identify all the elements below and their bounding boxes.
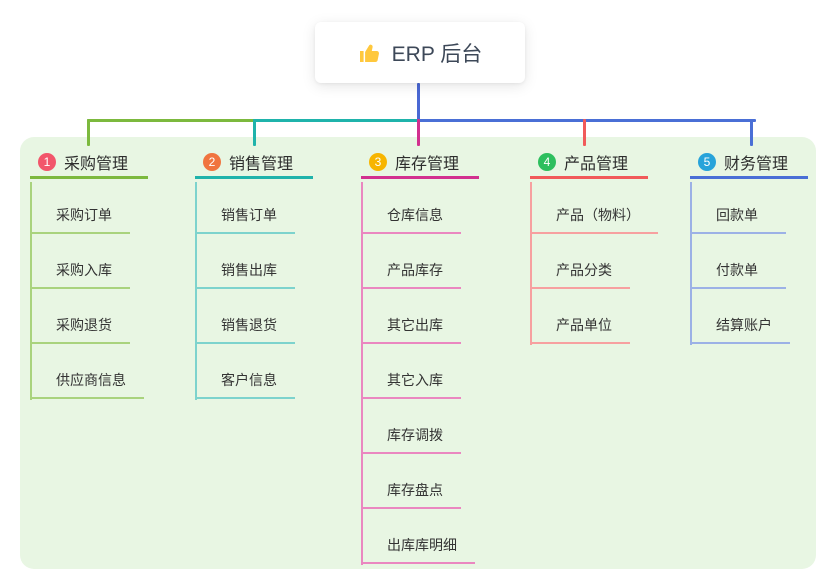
child-node[interactable]: 采购入库: [30, 234, 130, 289]
background-panel: [20, 137, 816, 569]
child-node[interactable]: 采购退货: [30, 289, 130, 344]
branch-number-badge: 5: [698, 153, 716, 171]
branch-children: 回款单付款单结算账户: [690, 179, 808, 344]
branch-label: 库存管理: [395, 156, 460, 173]
branch-spine-line: [361, 182, 363, 565]
branch-number-badge: 1: [38, 153, 56, 171]
bus-line-segment: [417, 119, 756, 122]
child-node[interactable]: 销售退货: [195, 289, 295, 344]
branch-spine-line: [690, 182, 692, 345]
branch-number-badge: 2: [203, 153, 221, 171]
branch-drop-line: [417, 119, 420, 146]
branch-column-1: 1 采购管理采购订单采购入库采购退货供应商信息: [30, 148, 148, 400]
branch-header[interactable]: 4 产品管理: [530, 148, 648, 179]
branch-drop-line: [750, 119, 753, 146]
child-node[interactable]: 客户信息: [195, 344, 295, 399]
child-node[interactable]: 销售出库: [195, 234, 295, 289]
child-node[interactable]: 产品分类: [530, 234, 630, 289]
child-node[interactable]: 供应商信息: [30, 344, 144, 399]
root-node[interactable]: ERP 后台: [315, 22, 525, 83]
bus-line-segment: [253, 119, 420, 122]
branch-label: 销售管理: [229, 156, 294, 173]
branch-header[interactable]: 5 财务管理: [690, 148, 808, 179]
branch-label: 产品管理: [564, 156, 629, 173]
branch-column-2: 2 销售管理销售订单销售出库销售退货客户信息: [195, 148, 313, 400]
child-node[interactable]: 出库库明细: [361, 509, 475, 564]
branch-spine-line: [30, 182, 32, 400]
child-node[interactable]: 结算账户: [690, 289, 790, 344]
branch-children: 销售订单销售出库销售退货客户信息: [195, 179, 313, 399]
child-node[interactable]: 其它出库: [361, 289, 461, 344]
child-node[interactable]: 采购订单: [30, 179, 130, 234]
branch-column-5: 5 财务管理回款单付款单结算账户: [690, 148, 808, 345]
branch-header[interactable]: 1 采购管理: [30, 148, 148, 179]
branch-label: 采购管理: [64, 156, 129, 173]
child-node[interactable]: 销售订单: [195, 179, 295, 234]
child-node[interactable]: 产品（物料）: [530, 179, 658, 234]
child-node[interactable]: 其它入库: [361, 344, 461, 399]
branch-number-badge: 4: [538, 153, 556, 171]
branch-label: 财务管理: [724, 156, 789, 173]
branch-spine-line: [530, 182, 532, 345]
branch-column-3: 3 库存管理仓库信息产品库存其它出库其它入库库存调拨库存盘点出库库明细: [361, 148, 479, 565]
child-node[interactable]: 产品库存: [361, 234, 461, 289]
thumbs-up-icon: [359, 44, 379, 62]
child-node[interactable]: 库存调拨: [361, 399, 461, 454]
child-node[interactable]: 付款单: [690, 234, 786, 289]
branch-column-4: 4 产品管理产品（物料）产品分类产品单位: [530, 148, 658, 345]
branch-spine-line: [195, 182, 197, 400]
child-node[interactable]: 回款单: [690, 179, 786, 234]
branch-children: 产品（物料）产品分类产品单位: [530, 179, 658, 344]
branch-number-badge: 3: [369, 153, 387, 171]
root-title: ERP 后台: [391, 42, 483, 66]
child-node[interactable]: 仓库信息: [361, 179, 461, 234]
branch-drop-line: [87, 119, 90, 146]
bus-line-segment: [87, 119, 256, 122]
child-node[interactable]: 产品单位: [530, 289, 630, 344]
root-stem-line: [417, 83, 420, 122]
branch-header[interactable]: 2 销售管理: [195, 148, 313, 179]
branch-header[interactable]: 3 库存管理: [361, 148, 479, 179]
branch-children: 仓库信息产品库存其它出库其它入库库存调拨库存盘点出库库明细: [361, 179, 479, 564]
branch-children: 采购订单采购入库采购退货供应商信息: [30, 179, 148, 399]
branch-drop-line: [583, 119, 586, 146]
branch-drop-line: [253, 119, 256, 146]
child-node[interactable]: 库存盘点: [361, 454, 461, 509]
